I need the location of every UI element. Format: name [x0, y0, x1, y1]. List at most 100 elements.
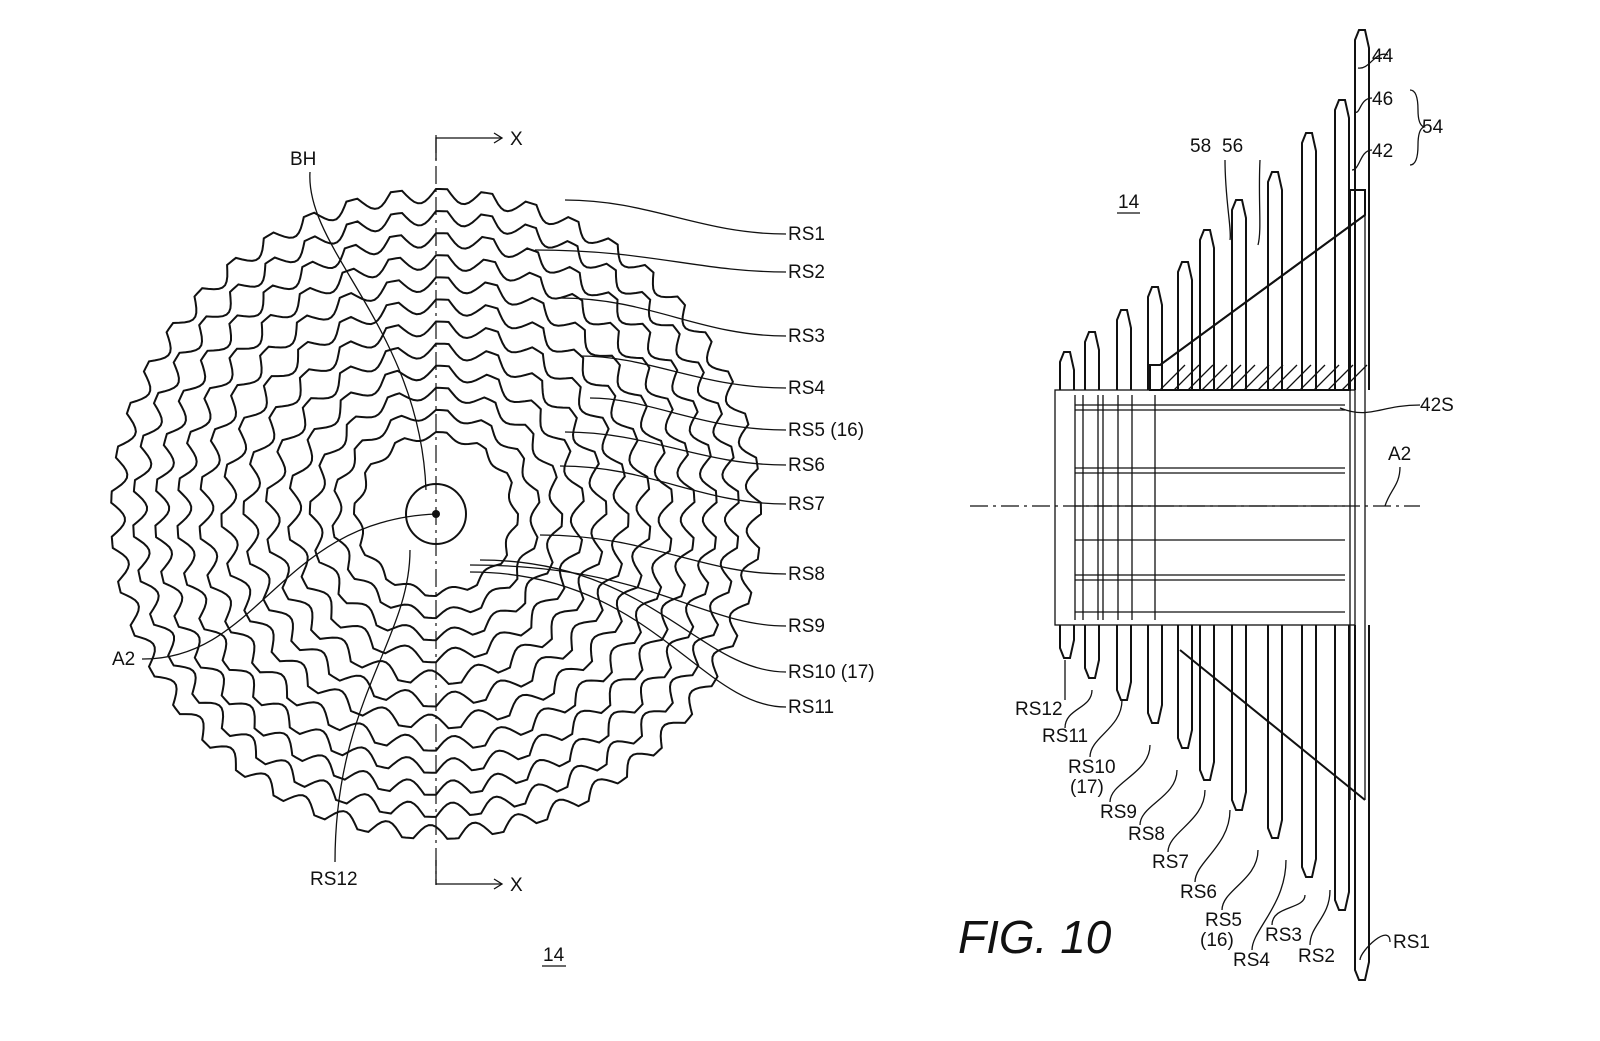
section-view: 14 44 46 42 54 58 56 42S A2 RS12 RS11 RS… — [958, 29, 1454, 981]
label-42: 42 — [1372, 141, 1393, 162]
label-rs5-alt: (16) — [1200, 930, 1234, 951]
leader-44 — [1357, 53, 1389, 69]
label-rs12-front: RS12 — [310, 869, 358, 890]
sprocket-label: RS11 — [788, 697, 834, 718]
section-arrow-top — [435, 137, 502, 160]
label-rs8: RS8 — [1128, 824, 1165, 845]
sprocket-label: RS4 — [788, 378, 825, 399]
label-56: 56 — [1222, 136, 1243, 157]
sprocket-tooth-upper — [1084, 331, 1100, 390]
hub-web — [1149, 189, 1366, 391]
hatch-line — [1159, 364, 1186, 391]
label-leader — [1194, 809, 1231, 883]
sprocket-leader — [469, 564, 787, 627]
sprocket-tooth-upper — [1177, 261, 1193, 390]
label-rs1: RS1 — [1393, 932, 1430, 953]
sprocket-leader — [564, 431, 787, 466]
leader-42s — [1339, 404, 1421, 414]
leader-42 — [1351, 149, 1373, 171]
sprocket-tooth-lower — [1199, 625, 1215, 781]
hatch-line — [1285, 364, 1312, 391]
sprocket-ring — [331, 408, 541, 620]
label-leader — [1139, 769, 1178, 826]
sprocket-tooth-lower — [1059, 625, 1075, 659]
sprocket-leader — [479, 559, 787, 673]
sprocket-tooth-lower — [1334, 625, 1350, 911]
sprocket-tooth-upper — [1059, 351, 1075, 390]
hatch-line — [1257, 364, 1284, 391]
label-rs6: RS6 — [1180, 882, 1217, 903]
sprocket-sections — [1059, 29, 1370, 981]
sprocket-label: RS5 (16) — [788, 420, 864, 441]
spline-lines — [1074, 395, 1345, 620]
leader-a2 — [141, 513, 437, 660]
label-rs2: RS2 — [1298, 946, 1335, 967]
sprocket-leader — [564, 199, 787, 235]
label-leader — [1064, 689, 1093, 729]
label-rs11: RS11 — [1042, 726, 1088, 747]
sprocket-label: RS6 — [788, 455, 825, 476]
leader-rs12 — [334, 549, 411, 863]
sprocket-ring — [198, 276, 674, 752]
sprocket-tooth-lower — [1354, 625, 1370, 981]
label-bh: BH — [290, 149, 316, 170]
sprocket-tooth-lower — [1147, 625, 1163, 724]
label-rs5: RS5 — [1205, 910, 1242, 931]
hub-slope — [1159, 214, 1366, 366]
label-rs9: RS9 — [1100, 802, 1137, 823]
sprocket-tooth-lower — [1301, 625, 1317, 878]
label-a2-section: A2 — [1388, 444, 1411, 465]
sprocket-leader — [469, 571, 787, 708]
label-rs12: RS12 — [1015, 699, 1063, 720]
leader-a2-section — [1384, 466, 1401, 507]
section-arrow-bottom — [435, 860, 502, 885]
ref-numeral-right: 14 — [1118, 192, 1140, 213]
hub-bore-section — [1054, 389, 1356, 626]
hatch-line — [1215, 364, 1242, 391]
sprocket-label: RS8 — [788, 564, 825, 585]
hatch-line — [1243, 364, 1270, 391]
ref-numeral-left: 14 — [543, 945, 565, 966]
sprocket-ring — [352, 430, 520, 598]
label-leader — [1309, 889, 1331, 946]
label-54: 54 — [1422, 117, 1444, 138]
sprocket-tooth-lower — [1267, 625, 1283, 839]
label-42s: 42S — [1420, 395, 1454, 416]
label-leader — [1271, 894, 1306, 926]
brace-54 — [1409, 89, 1427, 166]
label-rs3: RS3 — [1265, 925, 1302, 946]
arrow-head-icon — [493, 878, 504, 890]
sprocket-tooth-upper — [1301, 132, 1317, 390]
sprocket-leader — [579, 355, 787, 389]
sprocket-tooth-upper — [1354, 29, 1370, 390]
sprocket-leader — [559, 297, 787, 337]
sprocket-tooth-lower — [1084, 625, 1100, 679]
sprocket-tooth-lower — [1116, 625, 1132, 701]
sprocket-tooth-lower — [1231, 625, 1247, 811]
sprocket-label: RS2 — [788, 262, 825, 283]
arrow-head-icon — [493, 132, 504, 144]
sprocket-label: RS1 — [788, 224, 825, 245]
section-marker-bottom: X — [510, 875, 523, 896]
sprocket-leader — [534, 249, 787, 273]
figure-title: FIG. 10 — [958, 911, 1112, 963]
sprocket-tooth-upper — [1267, 171, 1283, 390]
sprocket-tooth-upper — [1147, 286, 1163, 390]
label-58: 58 — [1190, 136, 1211, 157]
leader-46 — [1354, 97, 1373, 113]
sprocket-leader — [539, 534, 787, 575]
sprocket-label: RS9 — [788, 616, 825, 637]
label-leader — [1251, 859, 1287, 951]
label-leader — [1359, 934, 1391, 961]
label-46: 46 — [1372, 89, 1393, 110]
sprocket-leader — [589, 397, 787, 431]
sprocket-tooth-lower — [1177, 625, 1193, 749]
hub-slope-lower — [1179, 649, 1366, 801]
label-leader — [1089, 699, 1123, 758]
sprocket-tooth-upper — [1199, 229, 1215, 390]
label-rs7: RS7 — [1152, 852, 1189, 873]
section-marker-top: X — [510, 129, 523, 150]
